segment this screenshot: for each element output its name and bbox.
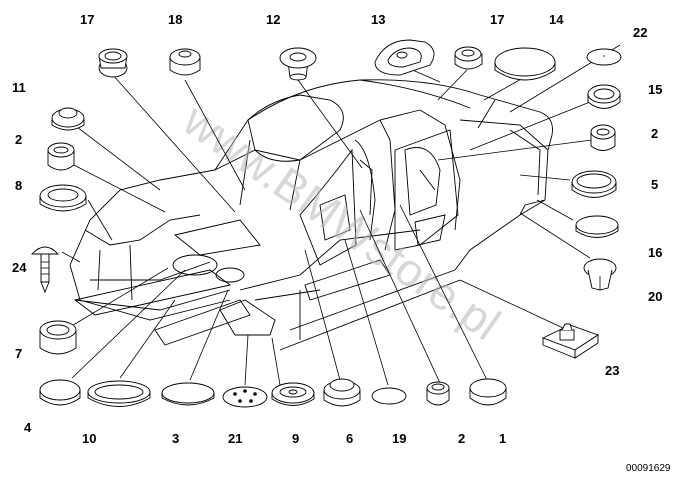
part-5-large-plug (571, 170, 617, 198)
callout-12: 12 (266, 12, 280, 27)
part-3-oval-plug (161, 382, 215, 406)
part-2-grommet-bottom (426, 381, 450, 406)
part-18-grommet (169, 48, 201, 76)
callout-2-left: 2 (15, 132, 22, 147)
callout-17-left: 17 (80, 12, 94, 27)
callout-15: 15 (648, 82, 662, 97)
part-12-grommet (279, 47, 317, 81)
part-4-plug (39, 379, 81, 406)
callout-3: 3 (172, 431, 179, 446)
callout-17-right: 17 (490, 12, 504, 27)
figure-code: 00091629 (626, 463, 671, 474)
callout-24: 24 (12, 260, 27, 275)
part-2-grommet-left (47, 142, 75, 171)
part-7-grommet (39, 320, 77, 355)
car-body-shell (69, 79, 553, 351)
callout-2-right: 2 (651, 126, 658, 141)
callout-5: 5 (651, 177, 658, 192)
callout-10: 10 (82, 431, 96, 446)
part-9-plug (271, 382, 315, 406)
part-20-clip-plug (583, 258, 617, 291)
callout-16: 16 (648, 245, 662, 260)
callout-20: 20 (648, 289, 662, 304)
callout-7: 7 (15, 346, 22, 361)
callout-8: 8 (15, 178, 22, 193)
callout-21: 21 (228, 431, 242, 446)
part-1-plug (469, 378, 507, 406)
callout-13: 13 (371, 12, 385, 27)
callout-9: 9 (292, 431, 299, 446)
callout-1: 1 (499, 431, 506, 446)
callout-23: 23 (605, 363, 619, 378)
callout-22: 22 (633, 25, 647, 40)
part-15-grommet (587, 84, 621, 109)
part-11-grommet (51, 107, 85, 131)
part-2-grommet-right (590, 124, 616, 151)
part-13-oval-plug (374, 39, 435, 76)
part-10-oval-plug (87, 380, 151, 407)
callout-19: 19 (392, 431, 406, 446)
callout-4: 4 (24, 420, 32, 435)
callout-14: 14 (549, 12, 564, 27)
callout-6: 6 (346, 431, 353, 446)
callout-11: 11 (12, 80, 26, 95)
part-22-flat-cap (586, 48, 622, 66)
part-23-bracket (541, 323, 600, 359)
callouts: 17 18 12 13 17 14 22 11 15 2 2 5 8 16 24… (12, 12, 662, 446)
part-14-large-plug (494, 47, 556, 81)
part-24-fastener (30, 246, 60, 294)
part-8-large-grommet (39, 184, 87, 212)
leader-lines (61, 44, 621, 386)
part-21-vent-plug (222, 386, 268, 408)
part-6-grommet (323, 378, 361, 407)
part-16-oval-plug (575, 215, 619, 238)
part-17-grommet (98, 48, 128, 78)
part-19-disc (371, 387, 407, 405)
callout-18: 18 (168, 12, 182, 27)
part-17-grommet-right (454, 46, 483, 70)
callout-2-bottom: 2 (458, 431, 465, 446)
